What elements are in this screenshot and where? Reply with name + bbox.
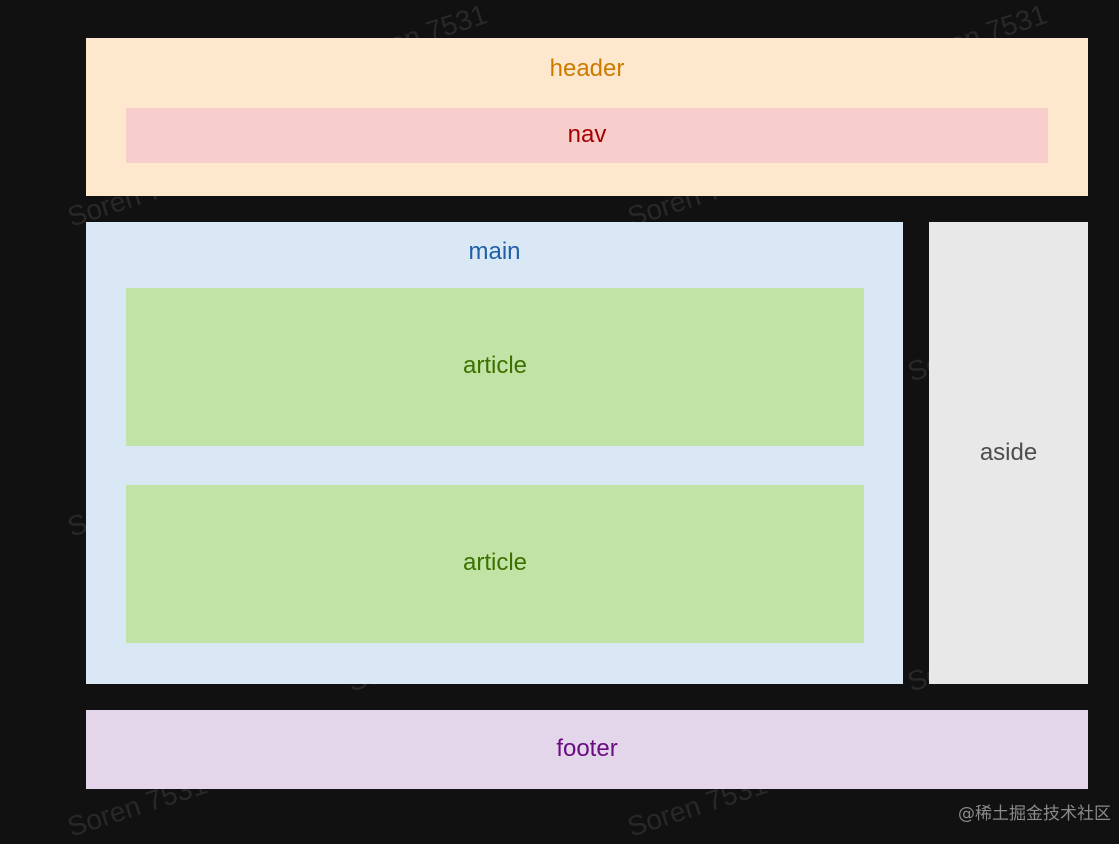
article-box: article	[126, 485, 864, 643]
nav-label: nav	[567, 121, 607, 148]
article-label: article	[462, 549, 528, 576]
source-credit: @稀土掘金技术社区	[958, 804, 1111, 824]
header-label: header	[549, 55, 625, 82]
footer-box: footer	[86, 710, 1088, 789]
main-box: main article article	[86, 222, 903, 684]
footer-label: footer	[556, 735, 618, 762]
header-box: header nav	[86, 38, 1088, 196]
aside-label: aside	[979, 439, 1038, 466]
nav-box: nav	[126, 108, 1048, 163]
main-label: main	[468, 238, 521, 265]
article-box: article	[126, 288, 864, 446]
article-label: article	[462, 352, 528, 379]
aside-box: aside	[929, 222, 1088, 684]
